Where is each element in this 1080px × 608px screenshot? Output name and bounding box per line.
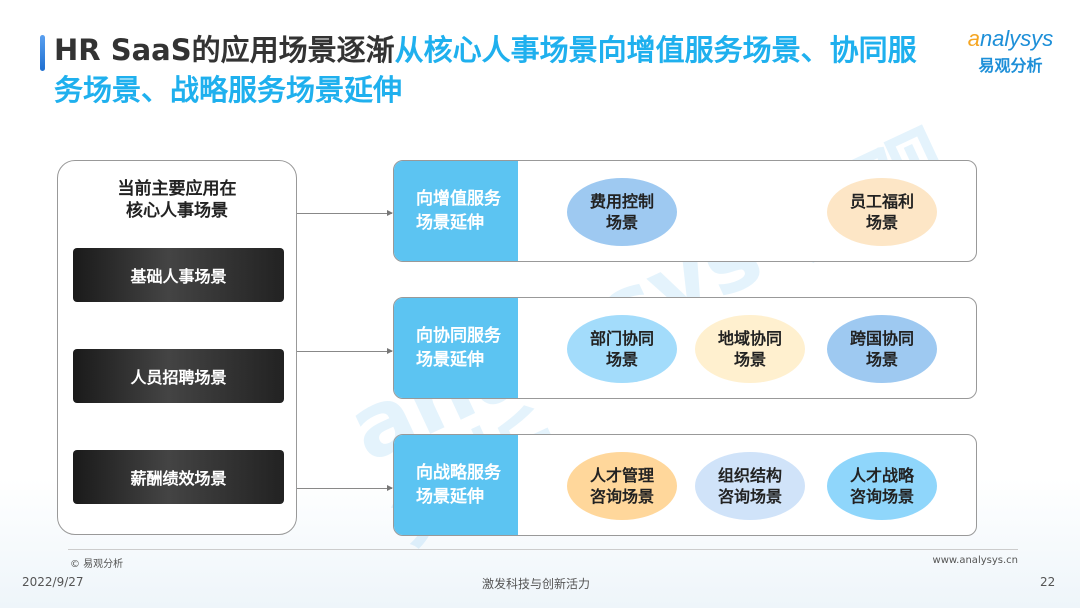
- date: 2022/9/27: [22, 575, 84, 589]
- scenario-ellipse: 人才战略咨询场景: [827, 452, 937, 520]
- analysys-logo: analysys 易观分析: [967, 26, 1054, 75]
- slogan: 激发科技与创新活力: [482, 577, 591, 591]
- row-label: 向战略服务场景延伸: [394, 435, 518, 535]
- scenario-ellipse: 地域协同场景: [695, 315, 805, 383]
- scenario-ellipse: 费用控制场景: [567, 178, 677, 246]
- footer-divider: [68, 549, 1018, 550]
- website-url: www.analysys.cn: [932, 555, 1018, 566]
- extension-row: 向协同服务场景延伸部门协同场景地域协同场景跨国协同场景: [393, 297, 977, 399]
- arrow-connector: [297, 210, 393, 216]
- scenario-ellipse: 员工福利场景: [827, 178, 937, 246]
- arrow-connector: [297, 485, 393, 491]
- row-label: 向增值服务场景延伸: [394, 161, 518, 261]
- arrow-connector: [297, 348, 393, 354]
- core-item-basic-hr: 基础人事场景: [73, 248, 284, 302]
- core-item-payroll: 薪酬绩效场景: [73, 450, 284, 504]
- title-accent-bar: [40, 35, 45, 71]
- scenario-ellipse: 跨国协同场景: [827, 315, 937, 383]
- scenario-ellipse: 部门协同场景: [567, 315, 677, 383]
- extension-row: 向增值服务场景延伸费用控制场景 员工福利场景: [393, 160, 977, 262]
- scenario-ellipse: 人才管理咨询场景: [567, 452, 677, 520]
- core-hr-panel: 当前主要应用在核心人事场景 基础人事场景 人员招聘场景 薪酬绩效场景: [57, 160, 297, 535]
- core-hr-heading: 当前主要应用在核心人事场景: [117, 179, 237, 221]
- copyright: © 易观分析: [70, 559, 124, 570]
- core-item-recruiting: 人员招聘场景: [73, 349, 284, 403]
- extension-row: 向战略服务场景延伸人才管理咨询场景组织结构咨询场景人才战略咨询场景: [393, 434, 977, 536]
- row-label: 向协同服务场景延伸: [394, 298, 518, 398]
- page-number: 22: [1040, 575, 1056, 589]
- page-title: HR SaaS的应用场景逐渐从核心人事场景向增值服务场景、协同服务场景、战略服务…: [54, 33, 917, 107]
- scenario-ellipse: 组织结构咨询场景: [695, 452, 805, 520]
